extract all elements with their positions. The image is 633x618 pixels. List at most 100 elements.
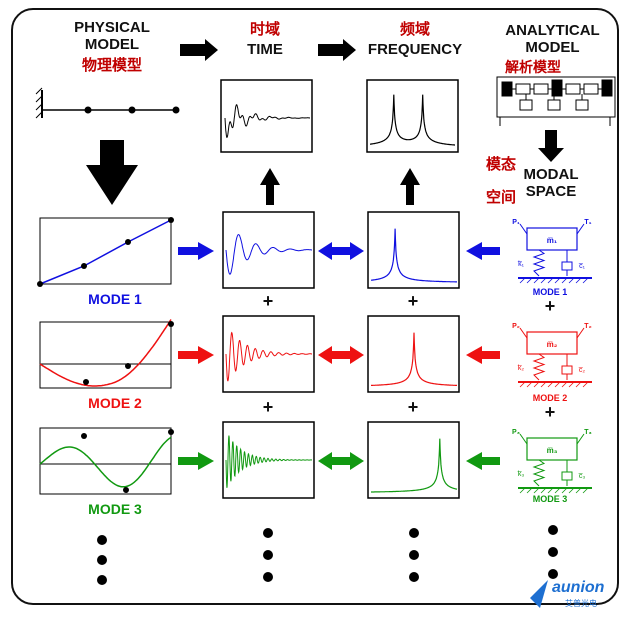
damping-label: c̅₁ <box>578 263 586 270</box>
modal-mass-box <box>526 331 578 355</box>
plus-modal-1: + <box>544 296 556 316</box>
freq-response-curve <box>371 332 457 386</box>
mode-shape-plot <box>39 321 172 389</box>
torque-arrow <box>576 223 585 235</box>
modal-mode-1-label: MODE 1 <box>532 287 568 297</box>
ground-hatch <box>582 487 589 494</box>
mode-3-label: MODE 3 <box>88 501 142 517</box>
time-response-curve <box>225 234 312 275</box>
mode-2-label: MODE 2 <box>88 395 142 411</box>
double-arrow-icon <box>318 346 364 364</box>
mode-shape-node <box>81 433 87 439</box>
physical-model-label: PHYSICAL MODEL <box>74 19 150 53</box>
freq-response-curve <box>371 228 457 283</box>
spring-icon <box>532 249 546 277</box>
ground-hatch <box>561 487 568 494</box>
plus-time-2: + <box>262 397 274 417</box>
double-arrow-icon <box>318 452 364 470</box>
ground-hatch <box>533 277 540 284</box>
damper-icon <box>561 471 573 481</box>
ground-hatch <box>526 487 533 494</box>
continuation-dots-icon <box>97 525 558 585</box>
time-label: TIME <box>247 41 283 58</box>
modal-space-label: MODAL SPACE <box>523 166 579 200</box>
mode-shape-plot <box>39 427 172 495</box>
ground-hatch <box>561 277 568 284</box>
ground-hatch <box>582 277 589 284</box>
ground-hatch <box>526 277 533 284</box>
ground-hatch <box>540 487 547 494</box>
mode-shape-curve <box>39 319 172 387</box>
mass-label: m̅₃ <box>547 446 558 455</box>
freq-plot <box>367 421 460 499</box>
down-arrow-icon <box>86 140 138 205</box>
mode-shape-node <box>168 321 174 327</box>
freq-plot <box>367 211 460 289</box>
ground-hatch <box>582 381 589 388</box>
logo-icon <box>530 580 548 608</box>
modal-mode-3-label: MODE 3 <box>532 494 568 504</box>
ground-hatch <box>575 277 582 284</box>
stiffness-label: k̅₁ <box>517 261 525 268</box>
time-combined-curve <box>224 104 310 139</box>
ground-hatch <box>533 487 540 494</box>
right-arrow-icon <box>180 39 218 61</box>
damping-label: c̅₂ <box>578 367 586 374</box>
logo-sub: 艾普光电 <box>565 599 597 608</box>
mode-shape-node <box>168 429 174 435</box>
left-arrow-icon <box>466 346 500 364</box>
ground-hatch <box>540 277 547 284</box>
modal-space-cn-line1: 模态 <box>485 156 516 173</box>
mode-shape-node <box>37 281 43 287</box>
modal-mass-box <box>526 227 578 251</box>
ground-hatch <box>561 381 568 388</box>
frequency-cn-label: 频域 <box>399 21 430 38</box>
up-arrow-icon <box>260 168 280 205</box>
force-arrow <box>519 433 528 445</box>
spring-icon <box>532 459 546 487</box>
ground-hatch <box>533 381 540 388</box>
ground-hatch <box>554 487 561 494</box>
ground-hatch <box>554 277 561 284</box>
torque-label: T₂ <box>584 323 591 330</box>
mass-label: m̅₁ <box>547 236 558 245</box>
stiffness-label: k̅₃ <box>517 471 525 478</box>
right-arrow-icon <box>178 346 214 364</box>
ground-hatch <box>568 381 575 388</box>
ground-hatch <box>540 381 547 388</box>
left-arrow-icon <box>466 452 500 470</box>
time-cn-label: 时域 <box>249 21 280 38</box>
mode-shape-node <box>168 217 174 223</box>
modal-space-cn-line2: 空间 <box>485 189 516 206</box>
stiffness-label: k̅₂ <box>517 365 525 372</box>
ground-hatch <box>554 381 561 388</box>
logo-name: aunion <box>552 579 605 596</box>
right-arrow-icon <box>178 242 214 260</box>
down-arrow-icon <box>538 130 564 162</box>
plus-modal-2: + <box>544 402 556 422</box>
ground-hatch <box>526 381 533 388</box>
right-arrow-icon <box>318 39 356 61</box>
ground-hatch <box>519 277 526 284</box>
modal-mode-2-label: MODE 2 <box>532 393 568 403</box>
mode-shape-plot <box>39 217 172 285</box>
plus-time-1: + <box>262 291 274 311</box>
time-response-curve <box>225 331 312 382</box>
analytical-model-cn-label: 解析模型 <box>505 59 561 75</box>
damper-icon <box>561 261 573 271</box>
spring-icon <box>532 353 546 381</box>
force-arrow <box>519 223 528 235</box>
torque-label: T₃ <box>584 429 592 436</box>
ground-hatch <box>568 487 575 494</box>
torque-arrow <box>576 327 585 339</box>
freq-response-curve <box>371 438 458 493</box>
ground-hatch <box>547 277 554 284</box>
mode-shape-node <box>125 239 131 245</box>
force-arrow <box>519 327 528 339</box>
modal-mass-box <box>526 437 578 461</box>
ground-hatch <box>568 277 575 284</box>
analytical-model-label: ANALYTICAL MODEL <box>505 22 600 56</box>
left-arrow-icon <box>466 242 500 260</box>
force-label: P₃ <box>512 429 520 436</box>
